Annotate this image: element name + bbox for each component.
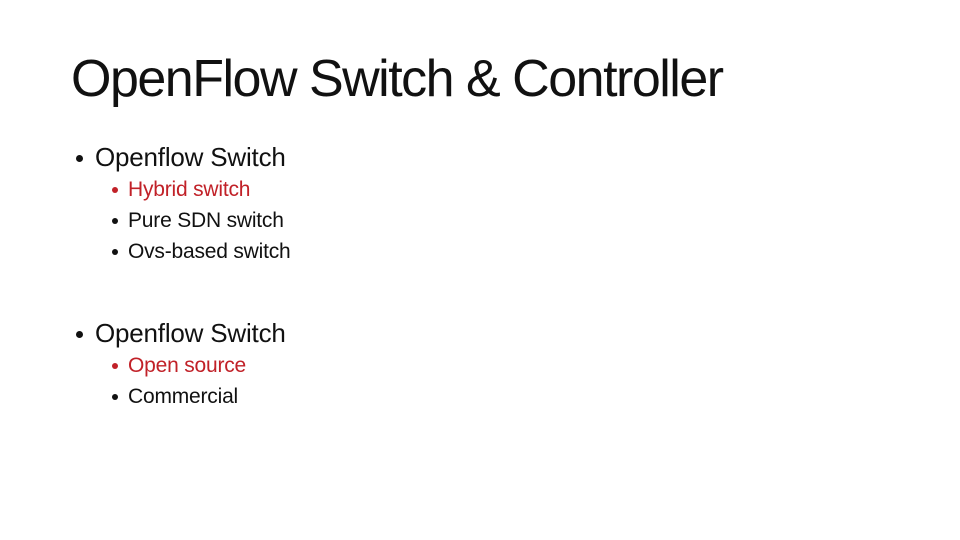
bullet-group-1: Openflow Switch Hybrid switch Pure SDN s…: [75, 141, 291, 267]
sub-bullet-dot-icon: [112, 187, 118, 193]
sub-bullet-item-pure-sdn-switch: Pure SDN switch: [75, 205, 291, 236]
bullet-label: Openflow Switch: [95, 318, 286, 348]
sub-bullet-item-ovs-based-switch: Ovs-based switch: [75, 236, 291, 267]
sub-bullet-dot-icon: [112, 363, 118, 369]
bullet-item-openflow-switch-2: Openflow Switch: [75, 317, 286, 350]
sub-bullet-label: Open source: [128, 354, 247, 377]
sub-bullet-label: Pure SDN switch: [128, 209, 284, 232]
sub-bullet-label: Commercial: [128, 385, 239, 408]
bullet-group-2: Openflow Switch Open source Commercial: [75, 317, 286, 412]
sub-bullet-label: Hybrid switch: [128, 178, 251, 201]
bullet-item-openflow-switch-1: Openflow Switch: [75, 141, 291, 174]
sub-bullet-dot-icon: [112, 394, 118, 400]
sub-bullet-item-commercial: Commercial: [75, 381, 286, 412]
bullet-dot-icon: [76, 155, 83, 162]
bullet-label: Openflow Switch: [95, 142, 286, 172]
bullet-dot-icon: [76, 331, 83, 338]
sub-bullet-dot-icon: [112, 218, 118, 224]
sub-bullet-item-hybrid-switch: Hybrid switch: [75, 174, 291, 205]
sub-bullet-dot-icon: [112, 249, 118, 255]
sub-bullet-label: Ovs-based switch: [128, 240, 291, 263]
slide-title: OpenFlow Switch & Controller: [71, 50, 724, 108]
sub-bullet-item-open-source: Open source: [75, 350, 286, 381]
